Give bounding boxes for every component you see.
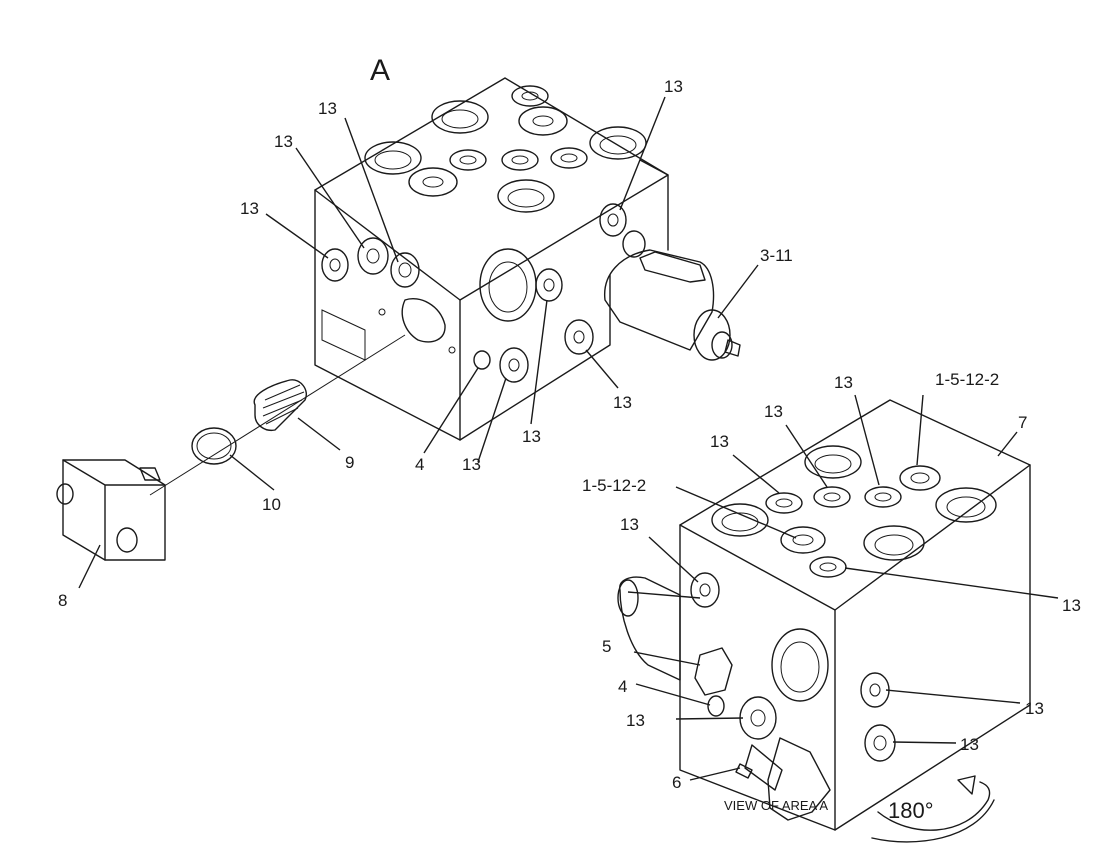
callout-13: 13 — [522, 427, 541, 446]
callout-labels: A 13 13 13 13 3-11 13 13 13 4 9 10 8 1-5… — [58, 54, 1081, 823]
callout-13: 13 — [710, 432, 729, 451]
view-letter: A — [370, 54, 390, 87]
callout-13: 13 — [834, 373, 853, 392]
callout-13: 13 — [1025, 699, 1044, 718]
spring — [253, 379, 307, 432]
o-ring — [191, 427, 237, 465]
callout-13: 13 — [240, 199, 259, 218]
callout-10: 10 — [262, 495, 281, 514]
callout-13: 13 — [626, 711, 645, 730]
solenoid-valve-detail — [617, 576, 681, 681]
callout-9: 9 — [345, 453, 354, 472]
rotation-label: 180° — [888, 798, 934, 823]
callout-13: 13 — [1062, 596, 1081, 615]
callout-13: 13 — [274, 132, 293, 151]
callout-1-5-12-2: 1-5-12-2 — [582, 476, 646, 495]
end-cover — [56, 459, 166, 561]
callout-13: 13 — [620, 515, 639, 534]
callout-3-11: 3-11 — [760, 246, 793, 265]
callout-13: 13 — [960, 735, 979, 754]
solenoid-valve — [604, 249, 741, 361]
callout-5: 5 — [602, 637, 611, 656]
callout-7: 7 — [1018, 413, 1027, 432]
detail-view-block — [679, 399, 1031, 831]
view-note: VIEW OF AREA A — [724, 798, 828, 813]
callout-4: 4 — [618, 677, 627, 696]
callout-6: 6 — [672, 773, 681, 792]
main-valve-block — [314, 77, 669, 441]
callout-13: 13 — [764, 402, 783, 421]
callout-13: 13 — [664, 77, 683, 96]
rotation-arrow-icon — [871, 775, 995, 843]
callout-13: 13 — [613, 393, 632, 412]
callout-8: 8 — [58, 591, 67, 610]
leader-lines — [78, 96, 1059, 781]
callout-4: 4 — [415, 455, 424, 474]
callout-1-5-12-2: 1-5-12-2 — [935, 370, 999, 389]
callout-13: 13 — [318, 99, 337, 118]
callout-13: 13 — [462, 455, 481, 474]
